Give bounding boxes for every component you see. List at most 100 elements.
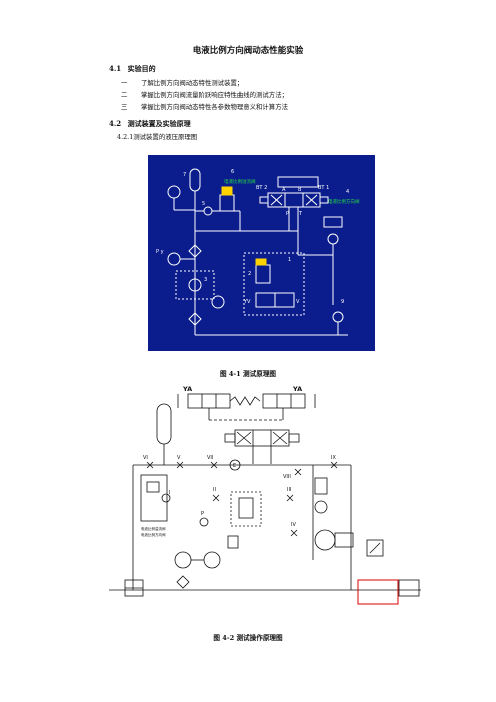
relief-valve-coil [221, 186, 233, 196]
valve-i-coil [146, 481, 160, 493]
cylinder-pump [314, 529, 336, 551]
valve-p [227, 535, 239, 549]
section-title: 测试装置及实验原理 [127, 119, 191, 128]
valve-iii-symbol [286, 494, 294, 502]
valve-ya-right [262, 393, 306, 409]
filter [188, 244, 202, 258]
fig2-label-e: E [233, 463, 236, 469]
pump [174, 551, 192, 569]
aim-item-1: 一 了解比例方向阀动态特性测试装置； [121, 78, 243, 87]
flow-meter [314, 500, 328, 514]
aim-text: 掌握比例方向阀流量阶跃响应特性曲线的测试方法； [141, 91, 288, 99]
fig2-label-ya-right: YA [292, 385, 302, 393]
aim-number: 三 [121, 103, 128, 111]
filter-lower [176, 575, 190, 589]
solenoid-right [288, 433, 300, 443]
fig1-label-py: P y [156, 249, 164, 255]
fig2-label-ii: II [213, 487, 216, 493]
valve-ii [238, 497, 254, 519]
motor [203, 551, 221, 569]
fig1-label-4: 4 [346, 189, 349, 195]
filter-lower [188, 312, 202, 326]
section-number: 4.1 [109, 64, 122, 73]
fig1-label-1: 1 [288, 257, 291, 263]
sensor-box [366, 539, 384, 557]
component-box-ii [230, 491, 262, 527]
fig1-label-2: 2 [248, 271, 251, 277]
valve-viii [294, 468, 302, 476]
fig1-label-7: 7 [183, 172, 186, 178]
valve-2-coil [255, 258, 267, 266]
gauge-viii-box [314, 477, 328, 495]
fig1-label-v: V [296, 299, 300, 305]
component-box-i [140, 474, 168, 522]
fig1-label-6: 6 [231, 169, 234, 175]
figure-4-1-hydraulic-schematic: 7 6 5 4 3 1 2 9 BT 2 BT 1 A B P T P y YV… [148, 155, 375, 351]
valve-ya-left [187, 393, 231, 409]
fig2-label-v: V [177, 455, 181, 461]
valve-vii [210, 461, 218, 469]
tank [334, 532, 354, 548]
fig1-label-9: 9 [341, 299, 344, 305]
gauge-i [161, 493, 171, 503]
section-4-2: 4.2 测试装置及实验原理 [109, 119, 191, 129]
aim-text: 了解比例方向阀动态特性测试装置； [141, 79, 244, 87]
accumulator [156, 403, 172, 445]
solenoid-left [224, 433, 236, 443]
fig1-label-directional-valve: 电液比例方向阀 [328, 198, 360, 205]
figure-4-2-operation-schematic: YA YA VI V VII E VIII IX II III IV I P 电… [109, 385, 421, 605]
motor [211, 295, 225, 309]
aim-number: 一 [121, 79, 128, 87]
component-box-3 [175, 270, 215, 300]
fig2-label-iv: IV [291, 522, 296, 528]
solenoid-left [259, 196, 269, 204]
fig2-label-viii: VIII [283, 474, 291, 480]
gauge-e [229, 459, 241, 471]
aim-number: 二 [121, 91, 128, 99]
aim-text: 掌握比例方向阀动态特性各参数物理意义和计算方法 [141, 103, 288, 111]
fig2-label-ix: IX [331, 455, 336, 461]
solenoid-right [319, 196, 329, 204]
valve-v [176, 461, 184, 469]
fig1-label-yv: YV [243, 299, 251, 305]
fig1-label-b: B [298, 187, 302, 193]
valve-iv [290, 529, 298, 537]
fig1-label-a: A [282, 187, 286, 193]
fig1-label-3: 3 [204, 277, 207, 283]
fig2-note-relief: 电液比例溢流阀 [141, 526, 166, 531]
fig2-label-p: P [201, 511, 204, 517]
fig2-note-directional: 电液比例方向阀 [141, 532, 166, 537]
spring-symbol [229, 396, 261, 406]
fig2-label-i: I [169, 490, 170, 496]
fig1-label-t: T [298, 211, 303, 217]
section-4-1: 4.1 实验目的 [109, 64, 156, 74]
fig1-label-bt1: BT 1 [318, 185, 329, 191]
fig2-label-ya-left: YA [182, 385, 192, 393]
valve-center-block [277, 176, 319, 188]
fig1-label-p: P [286, 211, 289, 217]
directional-valve [234, 429, 290, 447]
aim-item-2: 二 掌握比例方向阀流量阶跃响应特性曲线的测试方法； [121, 90, 288, 99]
valve-ii-symbol [212, 494, 220, 502]
aim-item-3: 三 掌握比例方向阀动态特性各参数物理意义和计算方法 [121, 102, 288, 111]
fig1-label-5: 5 [202, 201, 205, 207]
component-box-1 [243, 252, 305, 316]
fig2-label-iii: III [287, 487, 291, 493]
gauge-p [199, 517, 209, 527]
valve-ix [330, 461, 338, 469]
fig2-label-vii: VII [207, 455, 213, 461]
heat-exchanger-right [398, 579, 420, 597]
subsection-4-2-1: 4.2.1测试装置的液压原理图 [117, 133, 198, 141]
valve-vi [146, 461, 154, 469]
section-title: 实验目的 [127, 64, 156, 73]
flow-sensor [323, 216, 343, 228]
page-title: 电液比例方向阀动态性能实验 [192, 46, 304, 56]
section-number: 4.2 [109, 119, 122, 128]
fig1-label-relief-valve: 电液比例溢流阀 [224, 178, 256, 185]
pump [188, 278, 202, 292]
highlight-box [357, 579, 399, 605]
fig1-label-bt2: BT 2 [256, 185, 267, 191]
figure-4-1-caption: 图 4-1 测试原理图 [219, 370, 277, 378]
fig2-label-vi: VI [143, 455, 148, 461]
figure-4-2-caption: 图 4-2 测试操作原理图 [213, 634, 283, 642]
